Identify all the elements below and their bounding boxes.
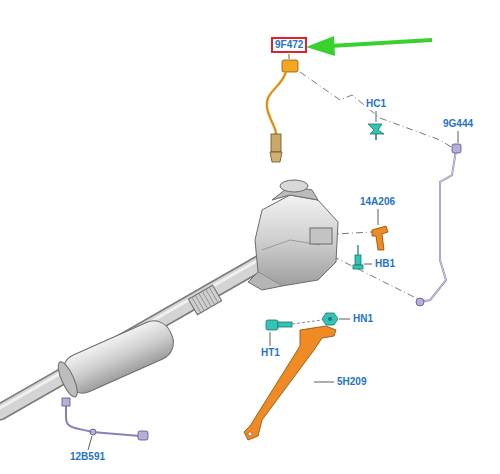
callout-number: HT1 [260,347,281,359]
callout-number: HB1 [374,258,396,270]
callout-number: 5H209 [336,376,367,388]
callout-number: 14A206 [359,196,396,208]
part-number-box: 9F472 [271,37,307,53]
callout-number: 12B591 [69,451,106,463]
callout-number: 9G444 [442,118,474,130]
part-number: 9F472 [275,39,303,51]
callout-number: HN1 [352,313,374,325]
callout-number: HC1 [365,98,387,110]
